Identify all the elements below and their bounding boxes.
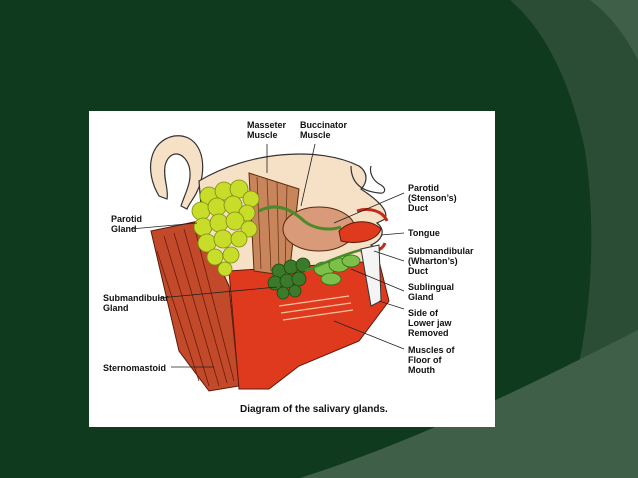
masseter-fibers [256, 176, 288, 274]
label-masseter-line2: Muscle [247, 130, 278, 140]
label-parotid-duct-line1: Parotid [408, 183, 440, 193]
label-submandibular-duct-line3: Duct [408, 266, 428, 276]
label-masseter-line1: Masseter [247, 120, 287, 130]
sternomastoid-fibers [156, 225, 235, 387]
label-submandibular-duct-line2: (Wharton’s) [408, 256, 458, 266]
floor-of-mouth-red [228, 260, 390, 390]
label-parotid-duct-line2: (Stenson’s) [408, 193, 457, 203]
label-parotid-duct-line3: Duct [408, 203, 428, 213]
label-submandibular-gland-line2: Gland [103, 303, 129, 313]
label-sternomastoid: Sternomastoid [103, 363, 166, 373]
label-floor-muscles-line2: Floor of [408, 355, 442, 365]
label-sublingual-gland-line1: Sublingual [408, 282, 454, 292]
lower-jaw-teeth [360, 244, 382, 307]
label-lower-jaw-line2: Lower jaw [408, 318, 452, 328]
parotid-gland-cluster [191, 179, 260, 277]
label-buccinator-muscle: Buccinator Muscle [300, 120, 347, 140]
label-lower-jaw-line1: Side of [408, 308, 439, 318]
label-parotid-duct: Parotid (Stenson’s) Duct [408, 183, 457, 213]
label-floor-muscles: Muscles of Floor of Mouth [408, 345, 455, 375]
label-submandibular-gland-line1: Submandibular [103, 293, 169, 303]
label-submandibular-duct-line1: Submandibular [408, 246, 474, 256]
label-tongue: Tongue [408, 228, 440, 238]
label-tongue-line1: Tongue [408, 228, 440, 238]
leader-lines [130, 143, 405, 368]
label-floor-muscles-line3: Mouth [408, 365, 435, 375]
sublingual-gland-cluster [313, 254, 361, 286]
label-parotid-gland-line1: Parotid [111, 214, 143, 224]
label-lower-jaw: Side of Lower jaw Removed [408, 308, 452, 338]
label-parotid-gland: Parotid Gland [111, 214, 142, 234]
diagram-caption: Diagram of the salivary glands. [240, 404, 388, 415]
label-lower-jaw-line3: Removed [408, 328, 449, 338]
diagram-panel: Masseter Muscle Buccinator Muscle Paroti… [89, 111, 495, 427]
submandibular-gland-cluster [267, 257, 311, 300]
tongue-illustration [338, 221, 382, 243]
label-masseter-muscle: Masseter Muscle [247, 120, 286, 140]
nose-illustration [350, 165, 386, 194]
label-floor-muscles-line1: Muscles of [408, 345, 455, 355]
salivary-glands-illustration [130, 135, 405, 392]
label-sublingual-gland: Sublingual Gland [408, 282, 454, 302]
ear-illustration [150, 135, 204, 210]
floor-muscle-fibers [278, 295, 354, 321]
label-sublingual-gland-line2: Gland [408, 292, 434, 302]
label-buccinator-line2: Muscle [300, 130, 331, 140]
parotid-duct [258, 205, 342, 231]
label-buccinator-line1: Buccinator [300, 120, 348, 130]
label-submandibular-gland: Submandibular Gland [103, 293, 169, 313]
label-sternomastoid-line1: Sternomastoid [103, 363, 167, 373]
label-submandibular-duct: Submandibular (Wharton’s) Duct [408, 246, 474, 276]
background-arc-lower [300, 330, 638, 478]
background-arc-edge [590, 0, 638, 60]
label-parotid-gland-line2: Gland [111, 224, 137, 234]
